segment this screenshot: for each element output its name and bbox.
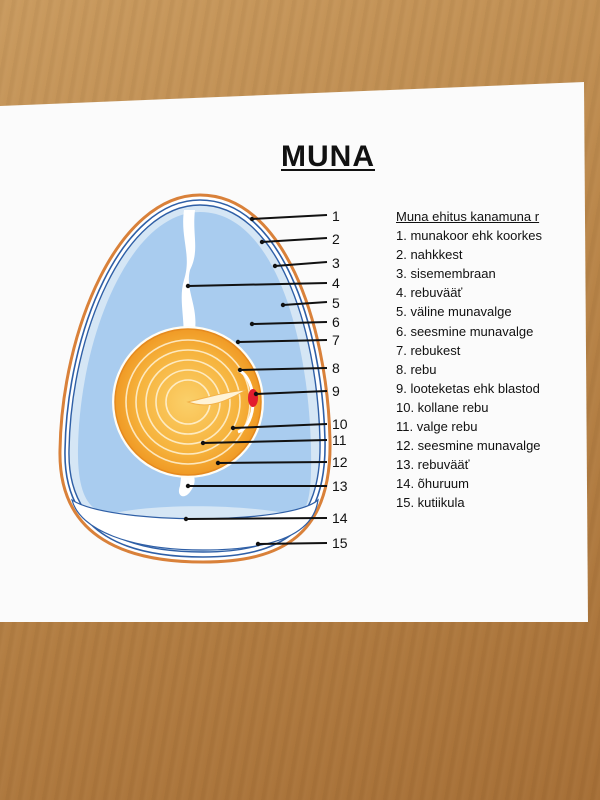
legend-item: 1. munakoor ehk koorkes	[396, 228, 542, 244]
chalaza-top	[181, 210, 196, 345]
legend-item: 11. valge rebu	[396, 419, 478, 435]
legend-item: 4. rebuvääť	[396, 285, 463, 301]
label-number-9: 9	[332, 383, 340, 399]
label-number-2: 2	[332, 231, 340, 247]
label-number-10: 10	[332, 416, 348, 432]
legend-item: 13. rebuvääť	[396, 457, 470, 473]
legend-item: 3. sisemembraan	[396, 266, 496, 282]
label-number-12: 12	[332, 454, 348, 470]
label-number-13: 13	[332, 478, 348, 494]
legend-title: Muna ehitus kanamuna r	[396, 209, 540, 224]
legend-item: 2. nahkkest	[396, 247, 463, 263]
label-number-7: 7	[332, 332, 340, 348]
legend-item: 14. õhuruum	[396, 476, 469, 492]
egg-shell-membrane	[64, 199, 326, 558]
air-space	[71, 498, 319, 551]
legend-item: 10. kollane rebu	[396, 399, 489, 415]
legend-item: 7. rebukest	[396, 342, 461, 358]
legend-item: 15. kutiikula	[396, 495, 465, 511]
leader-lines	[185, 214, 328, 545]
page-title: MUNA	[281, 140, 375, 173]
label-number-6: 6	[332, 314, 340, 330]
label-number-14: 14	[332, 510, 348, 526]
label-number-8: 8	[332, 360, 340, 376]
label-number-5: 5	[332, 295, 340, 311]
label-number-1: 1	[332, 208, 340, 224]
latebra	[186, 389, 247, 406]
legend-item: 8. rebu	[396, 361, 437, 377]
label-number-15: 15	[332, 535, 348, 551]
leader-dots	[183, 216, 286, 547]
blastodisc	[248, 389, 258, 407]
label-number-11: 11	[332, 432, 347, 448]
label-number-4: 4	[332, 275, 340, 291]
label-number-3: 3	[332, 255, 340, 271]
legend: Muna ehitus kanamuna r 1. munakoor ehk k…	[396, 207, 570, 513]
legend-item: 9. looteketas ehk blastod	[396, 380, 540, 396]
legend-list: 1. munakoor ehk koorkes 2. nahkkest 3. s…	[396, 226, 570, 512]
legend-item: 6. seesmine munavalge	[396, 323, 534, 339]
legend-item: 12. seesmine munavalge	[396, 438, 541, 454]
legend-item: 5. väline munavalge	[396, 304, 512, 320]
